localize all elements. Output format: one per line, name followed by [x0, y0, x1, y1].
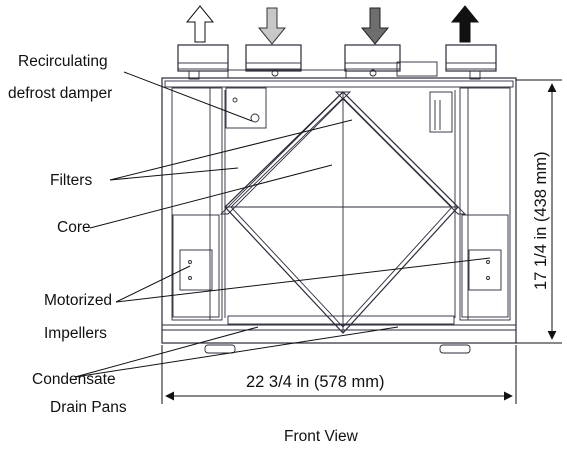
- leader-lines: [74, 71, 491, 378]
- label-condensate: Condensate: [32, 371, 116, 388]
- width-dimension-text: 22 3/4 in (578 mm): [246, 373, 384, 391]
- duct-collars: [177, 44, 497, 80]
- label-motorized: Motorized: [44, 292, 112, 309]
- label-impellers: Impellers: [44, 325, 107, 342]
- label-drain-pans: Drain Pans: [50, 399, 127, 416]
- arrow-up-black: [450, 5, 480, 43]
- arrow-down-dark-gray: [360, 7, 390, 45]
- arrow-up-white: [185, 5, 215, 43]
- airflow-arrows: [185, 5, 480, 45]
- core-assembly: [219, 91, 467, 334]
- arrow-down-light-gray: [257, 7, 287, 45]
- label-filters: Filters: [50, 172, 92, 189]
- dimension-height: 17 1/4 in (438 mm): [516, 79, 562, 344]
- height-dimension-text: 17 1/4 in (438 mm): [532, 152, 550, 290]
- caption-front-view: Front View: [284, 428, 359, 445]
- label-defrost-damper: defrost damper: [8, 85, 112, 102]
- label-core: Core: [57, 219, 91, 236]
- label-recirculating: Recirculating: [18, 53, 108, 70]
- callout-labels: Recirculating defrost damper Filters Cor…: [8, 53, 127, 416]
- dimension-width: 22 3/4 in (578 mm): [161, 345, 517, 404]
- cabinet: [161, 77, 517, 354]
